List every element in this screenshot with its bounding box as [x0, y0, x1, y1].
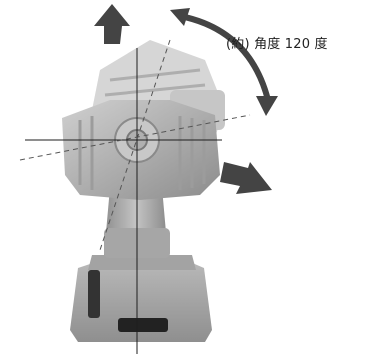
arrow-down-right-icon — [220, 162, 272, 194]
fan-head — [62, 100, 220, 200]
angle-label: (約) 角度 120 度 — [226, 37, 328, 52]
fan-base — [70, 255, 212, 342]
arrow-up-icon — [94, 4, 130, 44]
axis-lines — [25, 48, 222, 354]
tilt-lines — [19, 39, 251, 251]
curved-arrow-icon — [170, 8, 278, 116]
battery-slot — [118, 318, 168, 332]
